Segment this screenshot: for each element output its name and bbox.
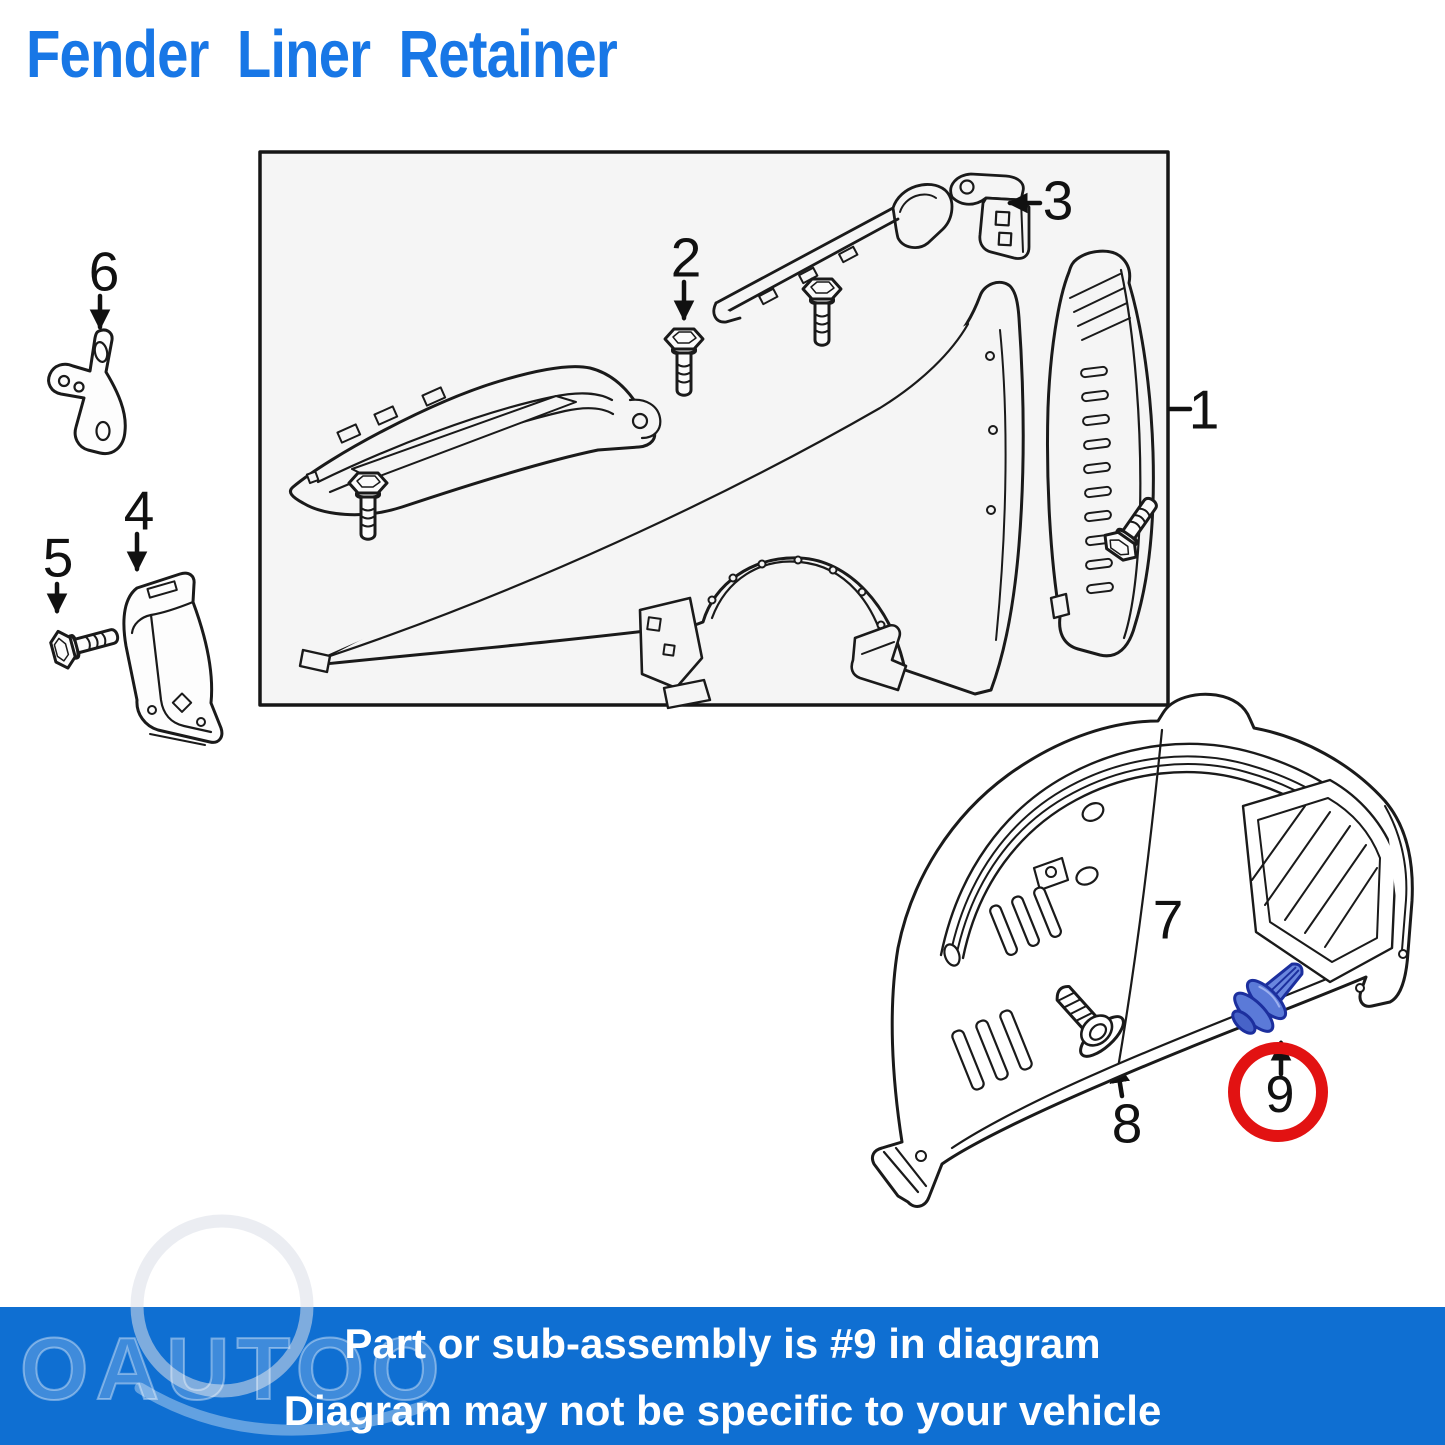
bolt-part5 [46,615,124,673]
callout-label-8: 8 [1111,1092,1143,1155]
callout-label-6: 6 [88,240,120,303]
mounting-bolt-right [1097,487,1170,567]
callout-label-9: 9 [1265,1066,1295,1124]
watermark-text: OAUTOO [19,1318,447,1419]
callout-arrows [46,192,1292,1099]
callout-label-3: 3 [1042,169,1074,232]
footer-note-disclaimer: Diagram may not be specific to your vehi… [283,1387,1162,1434]
pillar-applique [1046,249,1155,658]
bracket-part6 [47,328,127,456]
callout-label-1: 1 [1188,378,1220,441]
callout-label-7: 7 [1152,888,1184,951]
retainer-clip-part9 [1231,962,1304,1035]
callout-label-2: 2 [670,226,702,289]
fender-panel [298,280,1025,710]
callout-label-4: 4 [123,479,155,542]
mounting-bolt-part2 [663,327,705,397]
liner-screw [1055,985,1125,1058]
footer-note-part: Part or sub-assembly is #9 in diagram [344,1320,1101,1367]
diagram-frame [258,150,1170,707]
callout-label-5: 5 [42,526,74,589]
bracket-part4 [122,571,224,746]
mounting-bolt-upper [801,277,843,347]
cowl-trim-strip [712,183,954,324]
mounting-bolt-lower-left [347,471,389,541]
fender-bracket-part3 [949,172,1031,260]
page-title: Fender Liner Retainer [26,17,618,92]
hood-trim-piece [288,365,662,517]
fender-liner [870,692,1414,1208]
